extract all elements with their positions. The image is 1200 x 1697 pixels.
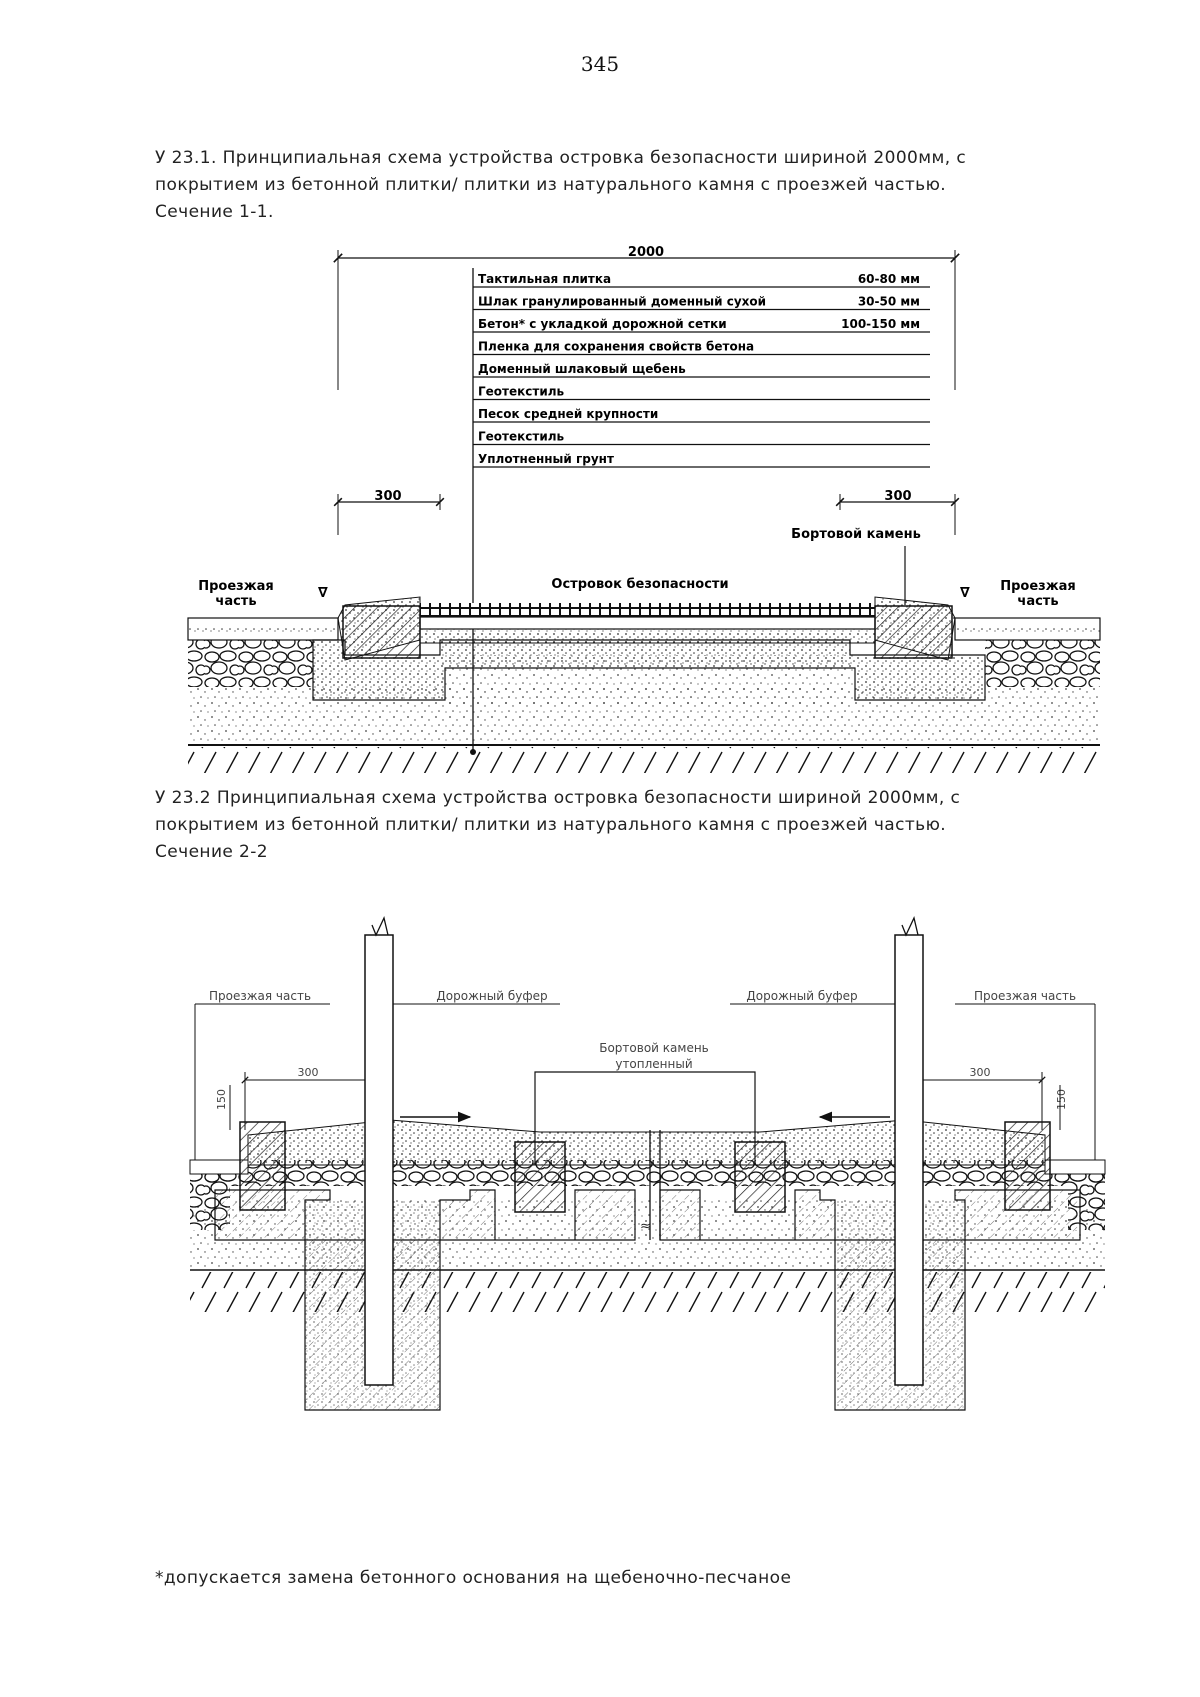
- layer-name-1: Тактильная плитка: [478, 272, 611, 286]
- dimension-curb-right: 300: [884, 489, 911, 504]
- post-left: [364, 934, 394, 1386]
- layer-name-8: Геотекстиль: [478, 430, 565, 444]
- layer-thickness-3: 100-150 мм: [841, 317, 920, 331]
- curb-mid-label-1: Бортовой камень: [599, 1041, 709, 1055]
- curb-stone-label: Бортовой камень: [791, 527, 921, 542]
- curb-mid-label-2: утопленный: [615, 1057, 692, 1071]
- diagram-section-2: Проезжая часть Дорожный буфер Дорожный б…: [189, 916, 1106, 1411]
- road-right-label: Проезжая часть: [974, 989, 1076, 1003]
- footnote: *допускается замена бетонного основания …: [155, 1568, 792, 1588]
- road-left-label-1: Проезжая: [198, 579, 274, 594]
- ground-hatch: [188, 747, 1100, 773]
- curb-mid-left: [514, 1141, 566, 1213]
- road-right-label-1: Проезжая: [1000, 579, 1076, 594]
- road-left-label: Проезжая часть: [209, 989, 311, 1003]
- diagram-section-1: 2000 Тактильная плитка 60-80 мм Шлак грану…: [187, 245, 1101, 773]
- buffer-right-label: Дорожный буфер: [746, 989, 857, 1003]
- caption-section-1: У 23.1. Принципиальная схема устройства …: [155, 148, 967, 222]
- caption-section-2: У 23.2 Принципиальная схема устройства о…: [155, 788, 961, 862]
- layer-name-2: Шлак гранулированный доменный сухой: [478, 295, 766, 309]
- dimension-left-300: 300: [298, 1066, 319, 1079]
- layer-name-4: Пленка для сохранения свойств бетона: [478, 340, 754, 354]
- layer-name-5: Доменный шлаковый щебень: [478, 362, 686, 376]
- layer-legend: Тактильная плитка 60-80 мм Шлак гранулиров…: [473, 272, 930, 468]
- road-gravel-left: [188, 640, 313, 687]
- curb-right: [1004, 1121, 1051, 1211]
- island-label: Островок безопасности: [551, 577, 728, 592]
- svg-text:≈: ≈: [640, 1219, 651, 1234]
- road-right-label-2: часть: [1017, 594, 1058, 609]
- page-number: 345: [580, 52, 620, 76]
- dimension-right-150: 150: [1055, 1089, 1068, 1110]
- dimension-left-150: 150: [215, 1089, 228, 1110]
- layer-name-3: Бетон* с укладкой дорожной сетки: [478, 317, 727, 331]
- layer-name-6: Геотекстиль: [478, 385, 565, 399]
- dimension-total-width: 2000: [628, 245, 664, 260]
- svg-text:∇: ∇: [960, 585, 970, 601]
- buffer-left-label: Дорожный буфер: [436, 989, 547, 1003]
- dimension-right-300: 300: [970, 1066, 991, 1079]
- dimension-curb-left: 300: [374, 489, 401, 504]
- tactile-tile-surface: [420, 603, 875, 617]
- curb-left: [239, 1121, 286, 1211]
- layer-thickness-2: 30-50 мм: [858, 295, 920, 309]
- layer-name-9: Уплотненный грунт: [478, 452, 614, 466]
- layer-name-7: Песок средней крупности: [478, 407, 658, 421]
- road-left-label-2: часть: [215, 594, 256, 609]
- layer-thickness-1: 60-80 мм: [858, 272, 920, 286]
- road-gravel-right: [985, 640, 1100, 687]
- post-right: [894, 934, 924, 1386]
- curb-stone-right: [874, 605, 953, 659]
- curb-stone-left: [342, 605, 421, 659]
- svg-text:∇: ∇: [318, 585, 328, 601]
- curb-mid-right: [734, 1141, 786, 1213]
